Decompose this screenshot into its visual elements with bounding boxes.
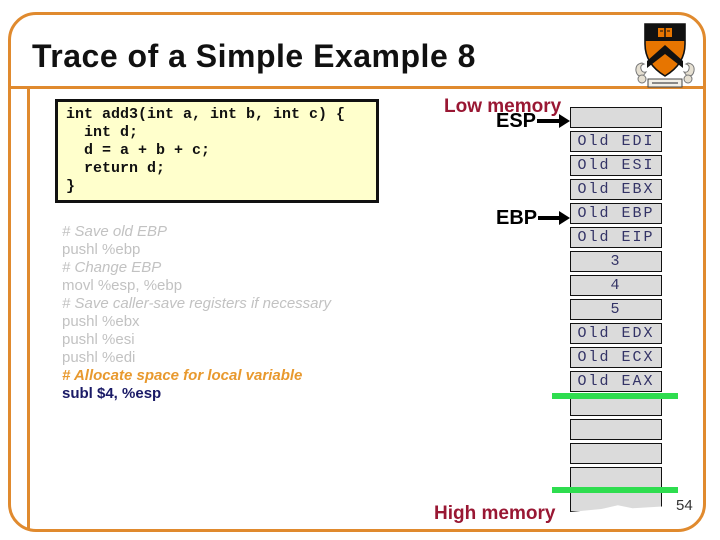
assembly-line: # Save old EBP bbox=[62, 223, 168, 240]
stack-cell-empty bbox=[570, 107, 662, 128]
green-marker-line-bottom bbox=[552, 487, 678, 493]
content-left-border-line bbox=[27, 86, 30, 529]
title-separator-line bbox=[8, 86, 706, 89]
assembly-line: movl %esp, %ebp bbox=[62, 277, 183, 294]
stack-cell: 5 bbox=[570, 299, 662, 320]
stack-cell: Old EBX bbox=[570, 179, 662, 200]
assembly-line: # Allocate space for local variable bbox=[62, 367, 303, 384]
ebp-register-label: EBP bbox=[496, 207, 538, 229]
assembly-line: pushl %edi bbox=[62, 349, 136, 366]
high-memory-label: High memory bbox=[434, 503, 556, 524]
page-number: 54 bbox=[676, 497, 693, 514]
stack-cell: Old EBP bbox=[570, 203, 662, 224]
assembly-line: subl $4, %esp bbox=[62, 385, 162, 402]
stack-cell: Old EDI bbox=[570, 131, 662, 152]
assembly-line: pushl %esi bbox=[62, 331, 135, 348]
stack-cell: Old EDX bbox=[570, 323, 662, 344]
green-marker-line-top bbox=[552, 393, 678, 399]
esp-register-label: ESP bbox=[496, 110, 537, 132]
stack-cell: Old EIP bbox=[570, 227, 662, 248]
stack-cell: Old EAX bbox=[570, 371, 662, 392]
assembly-line: # Change EBP bbox=[62, 259, 162, 276]
low-memory-label: Low memory bbox=[444, 96, 562, 117]
esp-arrow-icon bbox=[537, 114, 570, 128]
stack-cell: 4 bbox=[570, 275, 662, 296]
slide-title: Trace of a Simple Example 8 bbox=[32, 38, 476, 74]
stack-cell: Old ECX bbox=[570, 347, 662, 368]
princeton-shield-icon bbox=[635, 23, 695, 88]
stack-cell: Old ESI bbox=[570, 155, 662, 176]
slide-border bbox=[8, 12, 706, 532]
assembly-line: pushl %ebx bbox=[62, 313, 140, 330]
ebp-arrow-icon bbox=[538, 211, 570, 225]
stack-cell-empty bbox=[570, 467, 662, 488]
stack-cell: 3 bbox=[570, 251, 662, 272]
stack-cell-empty bbox=[570, 419, 662, 440]
c-source-code-box: int add3(int a, int b, int c) { int d; d… bbox=[55, 99, 379, 203]
assembly-line: # Save caller-save registers if necessar… bbox=[62, 295, 332, 312]
stack-cell-empty bbox=[570, 491, 662, 512]
assembly-line: pushl %ebp bbox=[62, 241, 141, 258]
stack-cell-empty bbox=[570, 443, 662, 464]
